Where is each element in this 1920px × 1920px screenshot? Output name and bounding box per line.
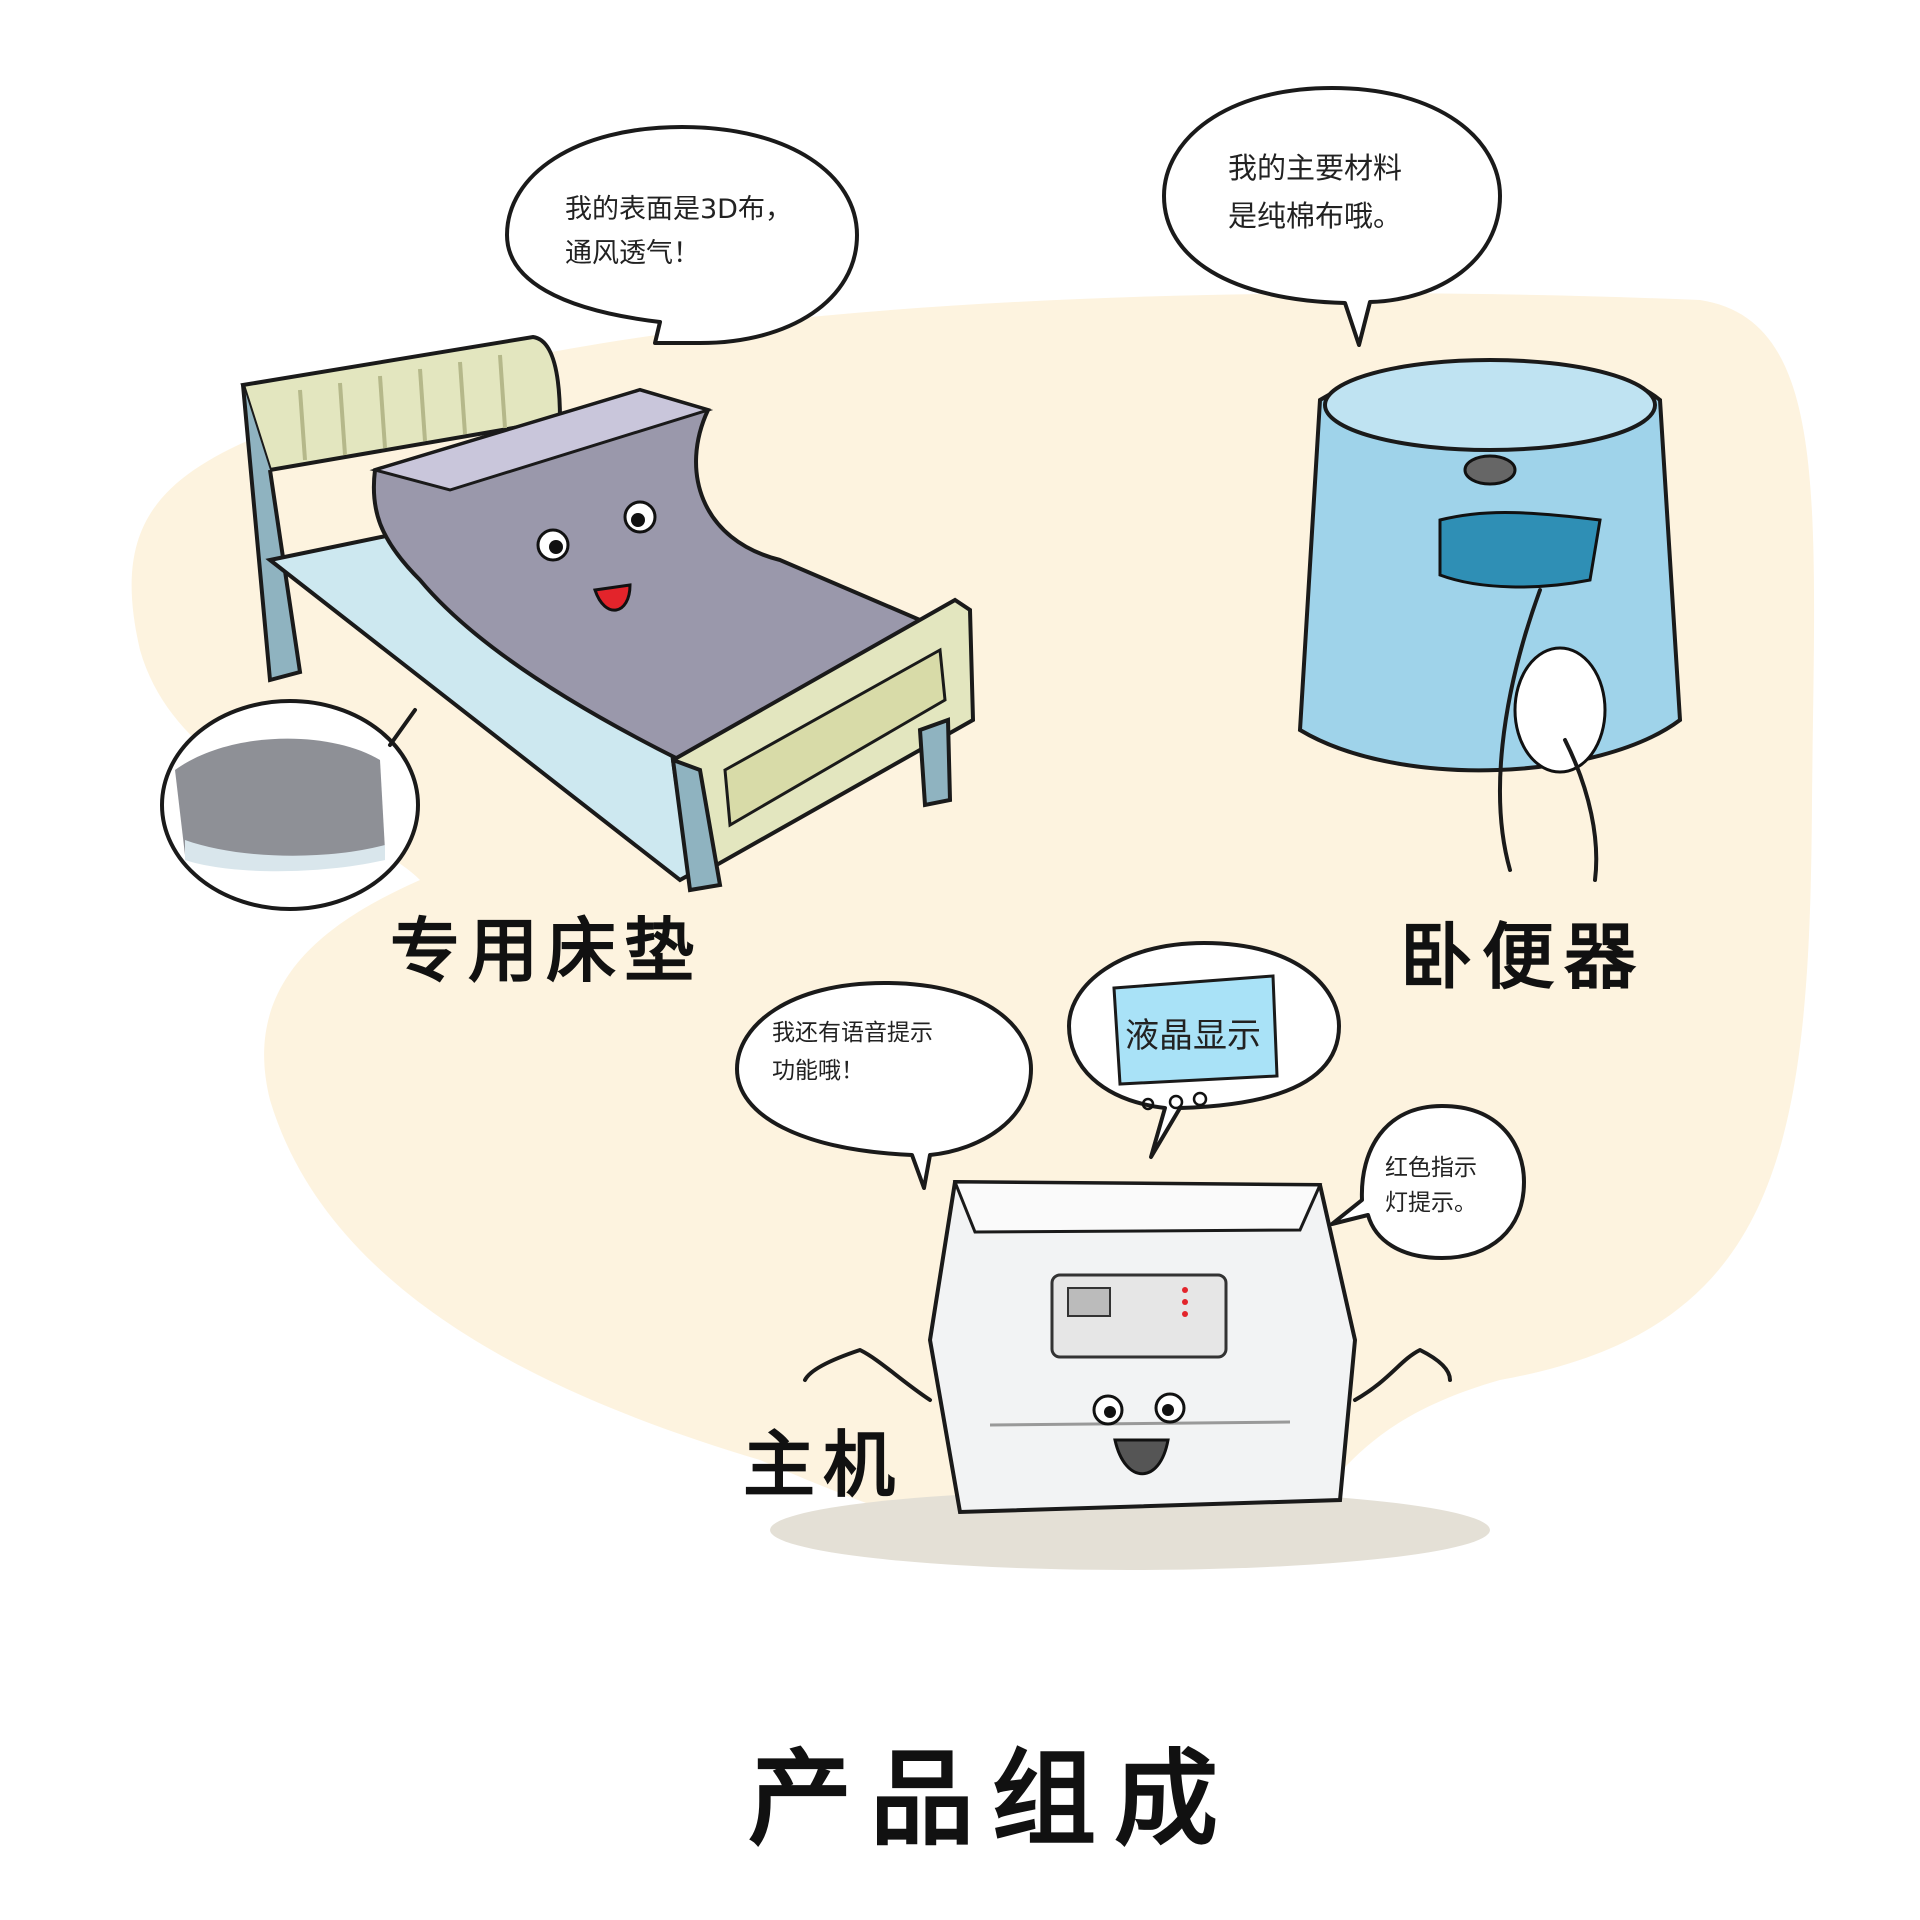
lcd-display-bubble: 液晶显示 (1067, 941, 1341, 1159)
machine-shadow (770, 1490, 1490, 1570)
bed-illustration (240, 334, 976, 893)
indicator-bubble-line1: 红色指示 (1385, 1155, 1477, 1181)
mattress-speech-bubble: 我的表面是3D布， 通风透气！ (505, 125, 859, 345)
urinal-speech-bubble: 我的主要材料 是纯棉布哦。 (1162, 86, 1502, 347)
mattress-character (371, 387, 925, 763)
urinal-label: 卧便器 (1400, 915, 1646, 999)
lcd-screen (1112, 974, 1279, 1086)
page-title: 产品组成 (748, 1738, 1236, 1860)
urinal-illustration (1297, 358, 1683, 882)
host-machine-illustration (803, 1179, 1452, 1515)
mattress-label: 专用床垫 (390, 910, 702, 992)
urinal-bubble-line1: 我的主要材料 (1228, 151, 1402, 185)
voice-bubble-line1: 我还有语音提示 (772, 1020, 933, 1046)
fabric-sample-bubble (160, 699, 420, 911)
host-label: 主机 (743, 1423, 903, 1507)
voice-prompt-bubble: 我还有语音提示 功能哦！ (735, 981, 1033, 1190)
indicator-light-bubble: 红色指示 灯提示。 (1330, 1104, 1526, 1260)
lcd-bubble-text: 液晶显示 (1125, 1016, 1261, 1056)
voice-bubble-line2: 功能哦！ (772, 1058, 864, 1084)
indicator-bubble-line2: 灯提示。 (1385, 1190, 1477, 1216)
mattress-bubble-line2: 通风透气！ (565, 238, 700, 269)
mattress-bubble-line1: 我的表面是3D布， (565, 194, 792, 225)
urinal-bubble-line2: 是纯棉布哦。 (1228, 199, 1402, 233)
